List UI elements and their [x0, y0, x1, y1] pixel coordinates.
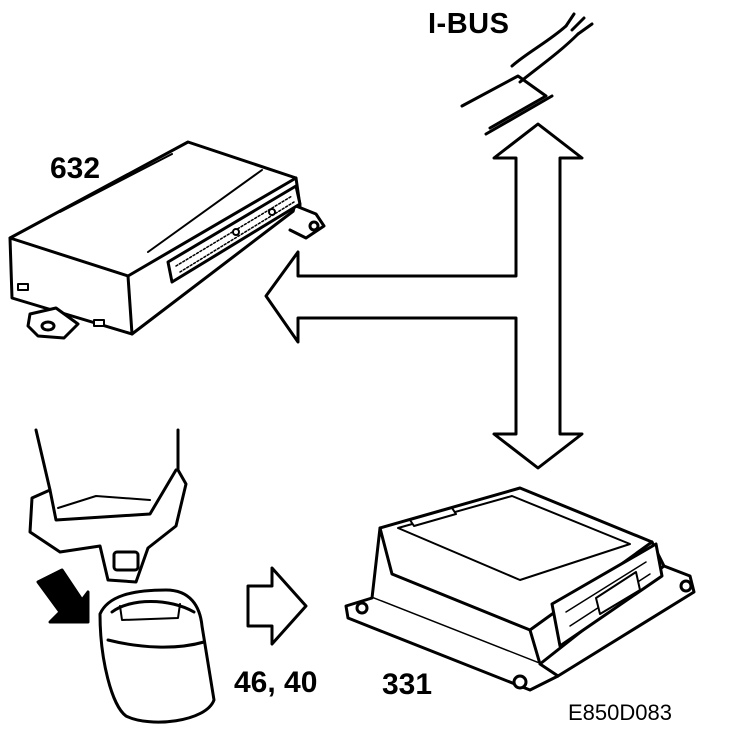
module-331-label: 331 — [382, 668, 433, 701]
module-331 — [344, 486, 696, 692]
module-632 — [8, 140, 326, 340]
seat-belt — [28, 428, 188, 584]
figure-id: E850D083 — [568, 700, 672, 725]
belt-buckle — [98, 588, 216, 724]
signal-arrow — [246, 566, 308, 646]
signal-label: 46, 40 — [234, 666, 318, 699]
ibus-cable — [460, 12, 594, 136]
insert-direction-arrow — [36, 568, 90, 624]
ibus-label: I-BUS — [428, 8, 510, 40]
module-632-label: 632 — [50, 152, 101, 185]
bus-arrow — [264, 122, 584, 470]
